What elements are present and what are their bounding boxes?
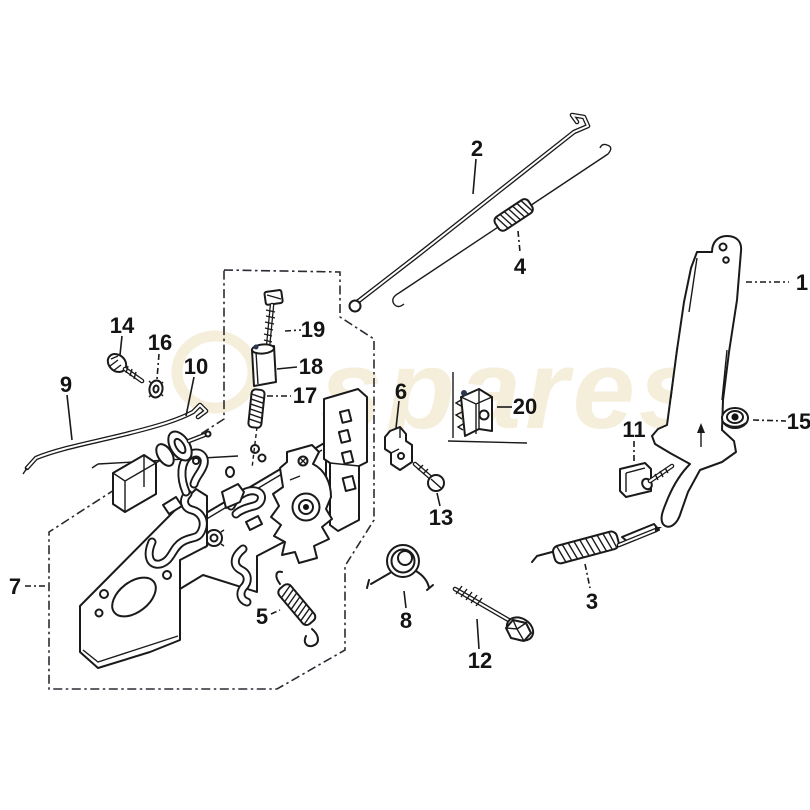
leader-line-14 bbox=[119, 335, 123, 356]
part-label-10: 10 bbox=[184, 354, 208, 379]
cushion-block-part20 bbox=[454, 388, 493, 437]
clip-nut-part11 bbox=[619, 462, 675, 498]
part-label-19: 19 bbox=[301, 317, 325, 342]
torsion-spring-part8 bbox=[366, 544, 434, 591]
upper-hook-lever bbox=[177, 448, 209, 497]
part-label-9: 9 bbox=[60, 372, 72, 397]
part-label-15: 15 bbox=[787, 409, 810, 434]
part-label-5: 5 bbox=[256, 604, 268, 629]
part-label-4: 4 bbox=[514, 254, 527, 279]
part-label-6: 6 bbox=[395, 379, 407, 404]
leader-line-10 bbox=[185, 376, 195, 417]
control-base-assembly-drawing bbox=[79, 388, 368, 669]
solenoid-part10 bbox=[112, 430, 212, 513]
assembly-boundary-outline bbox=[48, 269, 375, 690]
part-label-1: 1 bbox=[796, 270, 808, 295]
small-link bbox=[245, 515, 263, 531]
part-label-2: 2 bbox=[471, 136, 483, 161]
small-spring-part17 bbox=[247, 388, 266, 429]
right-bracket bbox=[323, 388, 368, 532]
part-label-17: 17 bbox=[293, 383, 317, 408]
flange-bolt-part12 bbox=[452, 585, 535, 642]
leader-line-15 bbox=[752, 419, 787, 422]
part-label-16: 16 bbox=[148, 330, 172, 355]
plate-nut bbox=[203, 529, 225, 549]
leader-lines bbox=[25, 158, 789, 650]
part-label-8: 8 bbox=[400, 608, 412, 633]
flange-bolt-part14 bbox=[106, 353, 145, 384]
part20-corner-bracket bbox=[447, 372, 528, 444]
part-label-13: 13 bbox=[429, 505, 453, 530]
governor-rod-part2 bbox=[348, 112, 591, 313]
spring-seat-block bbox=[221, 483, 245, 509]
gasket-plate bbox=[79, 488, 208, 669]
part-label-7: 7 bbox=[9, 574, 21, 599]
part-label-20: 20 bbox=[513, 394, 537, 419]
choke-lever bbox=[144, 489, 208, 569]
collar-part18 bbox=[251, 343, 277, 387]
leader-line-8 bbox=[403, 590, 407, 609]
part-label-14: 14 bbox=[110, 313, 135, 338]
throttle-cam bbox=[270, 444, 333, 564]
leader-line-18 bbox=[276, 366, 298, 370]
control-lever-part1 bbox=[621, 235, 743, 543]
leader-line-9 bbox=[66, 394, 73, 441]
spring-part5 bbox=[275, 570, 319, 648]
leader-line-16 bbox=[156, 353, 160, 380]
pivot-pin-2 bbox=[257, 453, 267, 463]
washer-part16 bbox=[148, 379, 164, 399]
direction-arrow bbox=[697, 423, 705, 447]
leader-line-4 bbox=[517, 230, 521, 253]
leader-line-13 bbox=[436, 492, 441, 507]
wire-clamp-part6 bbox=[384, 426, 413, 471]
governor-spring-part3 bbox=[531, 527, 662, 565]
pan-screw-part13 bbox=[412, 461, 445, 492]
part-label-12: 12 bbox=[468, 648, 492, 673]
watermark-text: spares bbox=[320, 327, 705, 452]
throttle-spring-part4 bbox=[493, 198, 534, 232]
part-label-18: 18 bbox=[299, 354, 323, 379]
lower-s-lever bbox=[230, 544, 252, 607]
leader-line-19 bbox=[284, 329, 302, 332]
watermark: spares bbox=[171, 327, 705, 452]
part-label-11: 11 bbox=[622, 417, 645, 442]
leader-line-6 bbox=[395, 400, 400, 429]
leader-line-5 bbox=[270, 609, 281, 615]
leader-line-3 bbox=[584, 563, 591, 589]
part-label-3: 3 bbox=[586, 589, 598, 614]
flange-nut-part15 bbox=[721, 407, 749, 429]
leader-line-12 bbox=[476, 618, 480, 650]
adjust-screw-part19 bbox=[263, 289, 284, 350]
choke-rod-part9 bbox=[22, 402, 209, 475]
leader-line-2 bbox=[472, 158, 477, 195]
